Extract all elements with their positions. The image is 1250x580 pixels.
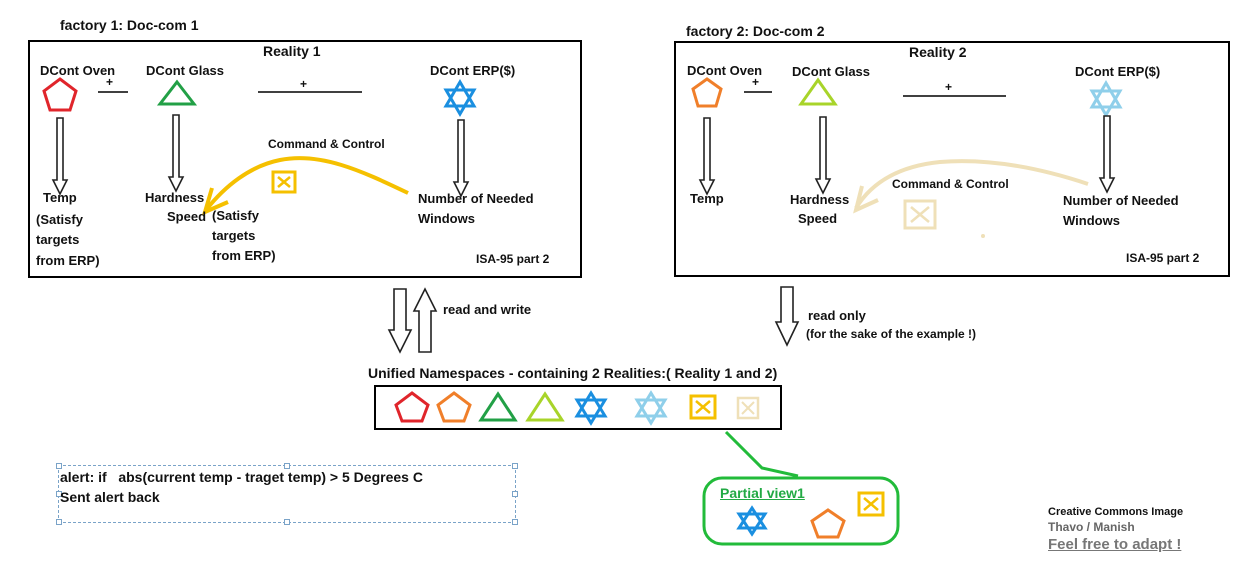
f1-hardness-label: Hardness [145,190,205,205]
factory1-reality-label: Reality 1 [263,43,321,59]
f2-isa-label: ISA-95 part 2 [1126,251,1200,265]
star-of-david-icon [574,390,608,426]
crossed-box-icon [903,199,937,230]
pentagon-icon [436,391,472,423]
pentagon-icon [691,77,723,108]
factory1-box [28,40,582,278]
f2-hardness-label: Hardness [790,192,850,207]
f2-needed-line2: Windows [1063,213,1120,228]
resize-handle[interactable] [56,491,62,497]
alert-line1: alert: if abs(current temp - traget temp… [60,469,423,485]
crossed-box-icon [271,170,297,194]
crossed-box-icon [736,396,760,420]
credits-line2: Thavo / Manish [1048,520,1135,534]
resize-handle[interactable] [56,519,62,525]
f1-plus-2: + [300,77,308,91]
f1-satisfy1-line3: from ERP) [36,253,100,268]
triangle-icon [478,391,518,422]
f1-satisfy1-line1: (Satisfy [36,212,83,227]
f2-plus-1: + [752,75,760,89]
dot-mark [981,234,985,238]
f1-isa-label: ISA-95 part 2 [476,252,550,266]
up-arrow-icon [412,287,438,353]
resize-handle[interactable] [284,463,290,469]
f2-glass-label: DCont Glass [792,64,871,79]
command-control-arrow [854,159,1089,210]
f1-satisfy2-line1: (Satisfy [212,208,259,223]
f2-plus-2: + [945,80,953,94]
triangle-icon [798,77,838,106]
f2-oven-label: DCont Oven [687,63,763,78]
resize-handle[interactable] [56,463,62,469]
f1-satisfy2-line2: targets [212,228,256,243]
crossed-box-icon [857,491,885,517]
f1-command-control-label: Command & Control [268,137,385,151]
factory2-title: factory 2: Doc-com 2 [686,23,825,39]
star-of-david-icon [634,390,668,426]
namespace-title: Unified Namespaces - containing 2 Realit… [368,365,778,381]
f2-command-control-label: Command & Control [892,177,1009,191]
resize-handle[interactable] [512,491,518,497]
credits-adapt-link[interactable]: Feel free to adapt ! [1048,536,1182,553]
pentagon-icon [42,77,78,112]
read-only-note: (for the sake of the example !) [806,327,977,341]
pentagon-icon [810,508,846,539]
resize-handle[interactable] [284,519,290,525]
f2-needed-line1: Number of Needed [1063,193,1179,208]
star-of-david-icon [443,79,477,117]
f1-needed-line2: Windows [418,211,475,226]
star-of-david-icon [736,505,768,537]
read-write-label: read and write [443,302,532,317]
f1-speed-label: Speed [167,209,207,224]
f1-temp-label: Temp [43,190,77,205]
pentagon-icon [394,391,430,423]
credits-line1: Creative Commons Image [1048,506,1184,518]
resize-handle[interactable] [512,463,518,469]
f1-satisfy1-line2: targets [36,232,80,247]
partial-view-bubble [702,476,900,546]
command-control-arrow [204,156,409,212]
f1-satisfy2-line3: from ERP) [212,248,276,263]
down-arrow-icon [774,286,800,347]
factory1-title: factory 1: Doc-com 1 [60,17,199,33]
f1-plus-1: + [106,75,114,89]
f1-oven-label: DCont Oven [40,63,116,78]
triangle-icon [156,79,198,106]
f2-speed-label: Speed [798,211,838,226]
down-arrow-icon [387,288,413,354]
star-of-david-icon [1089,80,1123,118]
factory2-box [674,41,1230,277]
f1-glass-label: DCont Glass [146,63,225,78]
f2-erp-label: DCont ERP($) [1075,64,1161,79]
f2-temp-label: Temp [690,191,724,206]
namespace-box [374,385,782,430]
resize-handle[interactable] [512,519,518,525]
f1-erp-label: DCont ERP($) [430,63,516,78]
read-only-label: read only [808,308,866,323]
alert-line2: Sent alert back [60,489,160,505]
alert-textbox[interactable] [56,463,518,525]
f1-needed-line1: Number of Needed [418,191,534,206]
partial-view-connector [724,430,799,478]
command-control-arrowhead [853,185,879,214]
factory2-reality-label: Reality 2 [909,44,967,60]
crossed-box-icon [689,394,717,420]
partial-view-link[interactable]: Partial view1 [720,485,805,501]
triangle-icon [525,391,565,422]
command-control-arrowhead [201,187,229,216]
